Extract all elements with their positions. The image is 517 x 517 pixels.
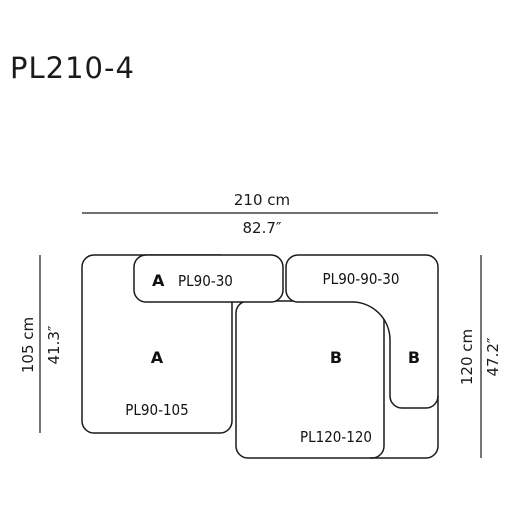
module-back-corner [285,254,439,409]
right-height-cm-label: 120 cm [458,329,476,385]
left-height-cm-label: 105 cm [19,317,37,373]
left-seat-label: PL90-105 [125,401,188,419]
right-seat-letter: B [330,348,342,367]
width-cm-label: 210 cm [234,191,290,209]
module-back-left [133,254,284,303]
product-title: PL210-4 [10,51,135,85]
module-right-seat-edge [370,396,439,459]
width-in-label: 82.7″ [242,219,281,237]
back-corner-label: PL90-90-30 [323,270,400,288]
right-seat-label: PL120-120 [300,428,372,446]
left-height-in-label: 41.3″ [45,325,63,364]
corner-letter: B [408,348,420,367]
left-seat-letter: A [151,348,164,367]
back-left-label: PL90-30 [178,272,233,290]
back-left-letter: A [152,271,165,290]
right-height-in-label: 47.2″ [484,337,502,376]
module-right-seat [235,300,385,459]
